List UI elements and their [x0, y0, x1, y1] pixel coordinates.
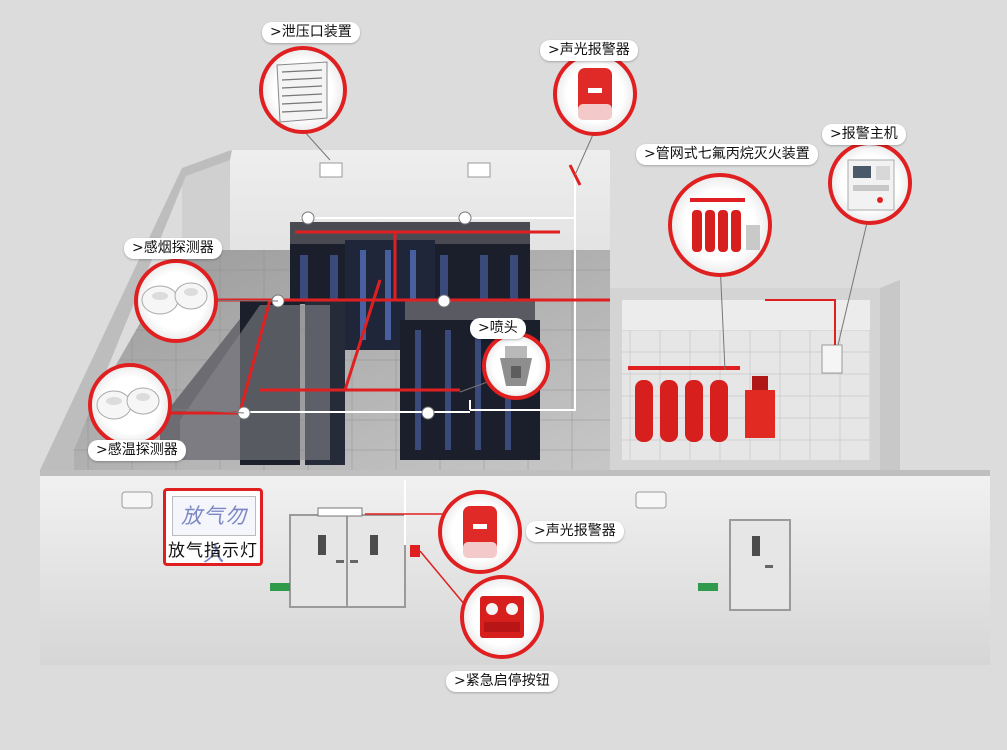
vent-grille-icon [259, 46, 347, 134]
emergency-button-icon [460, 575, 544, 659]
exit-sign-right [698, 583, 718, 591]
label-alarm-top: >声光报警器 [540, 40, 638, 61]
smoke-detector-icon [134, 259, 218, 343]
label-pipe-network: >管网式七氟丙烷灭火装置 [636, 144, 818, 165]
label-pressure-relief: >泄压口装置 [262, 22, 360, 43]
label-alarm-front: >声光报警器 [526, 521, 624, 542]
door-indicator [317, 507, 363, 517]
heat-detector-icon [88, 363, 172, 447]
alarm-control-panel-icon [828, 141, 912, 225]
label-emergency-button: >紧急启停按钮 [446, 671, 558, 692]
front-wall [40, 470, 990, 665]
pipe-junctions [237, 211, 472, 420]
emergency-lights [121, 491, 667, 509]
double-door [289, 514, 406, 608]
vent-right [467, 162, 491, 178]
strobe-siren-front-icon [438, 490, 522, 574]
gas-cylinder-rack-icon [668, 173, 772, 277]
exit-sign-left [270, 583, 290, 591]
release-indicator-lamp: 放气勿入 放气指示灯 [163, 488, 263, 566]
release-lamp-caption: 放气指示灯 [168, 541, 258, 561]
release-lamp-screen: 放气勿入 [172, 496, 256, 566]
gas-cylinders-room [628, 366, 775, 442]
signal-wiring [240, 170, 576, 413]
small-alarm-host [821, 344, 843, 374]
vent-left [319, 162, 343, 178]
label-alarm-host: >报警主机 [822, 124, 906, 145]
single-door [729, 519, 791, 611]
label-nozzle: >喷头 [470, 318, 526, 339]
front-button-marker [410, 545, 420, 557]
label-temp-detector: >感温探测器 [88, 440, 186, 461]
strobe-siren-icon [553, 52, 637, 136]
label-smoke-detector: >感烟探测器 [124, 238, 222, 259]
spray-nozzle-icon [482, 332, 550, 400]
